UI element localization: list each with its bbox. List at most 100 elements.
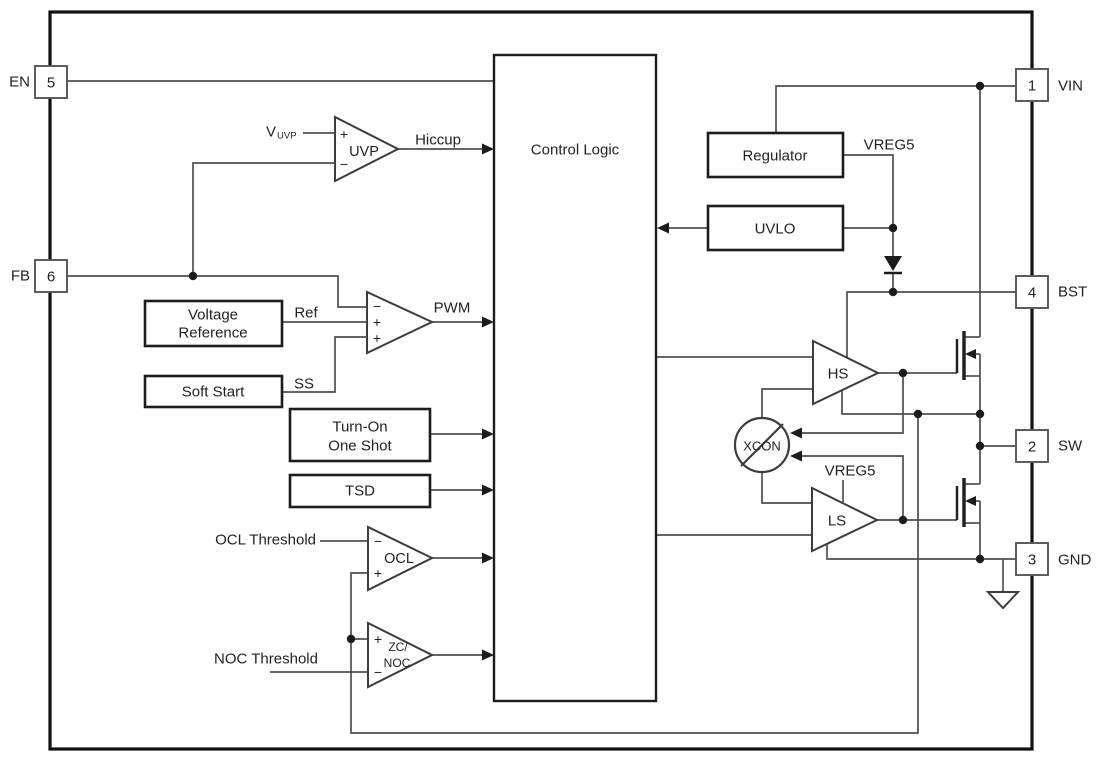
labels: 5 6 1 4 2 3 EN FB VIN BST SW GND Control… bbox=[9, 74, 1091, 681]
wire-ss bbox=[282, 336, 367, 393]
pin-number-bst: 4 bbox=[1028, 285, 1036, 302]
ls-mosfet-icon bbox=[955, 478, 976, 527]
junction-dots bbox=[188, 81, 985, 644]
uvp-minus-sign: − bbox=[340, 156, 348, 172]
wire-ls-return-gnd bbox=[826, 544, 1016, 560]
block-soft-start bbox=[143, 374, 284, 409]
pin-box-sw bbox=[1015, 429, 1049, 463]
pin-label-fb: FB bbox=[11, 268, 30, 285]
junction-uvlo-vreg5 bbox=[888, 223, 898, 233]
arrowhead-xcon-upper-icon bbox=[790, 427, 802, 439]
pin-box-fb bbox=[34, 259, 68, 293]
junction-vin bbox=[975, 81, 985, 91]
pin-label-gnd: GND bbox=[1058, 552, 1092, 569]
junction-sw-link bbox=[975, 409, 985, 419]
ground-icon bbox=[985, 591, 1021, 610]
pwm-plus-sign-2: + bbox=[373, 330, 381, 346]
wire-hs-return-sw bbox=[841, 390, 980, 415]
xcon-slash-icon bbox=[740, 423, 784, 467]
wire-xcon-to-ls bbox=[761, 472, 812, 504]
pin-box-gnd bbox=[1015, 542, 1049, 576]
comparator-zc-noc bbox=[367, 621, 435, 689]
hs-body-arrow-icon bbox=[965, 349, 976, 359]
junction-bst bbox=[888, 287, 898, 297]
block-tsd bbox=[288, 473, 432, 509]
label-pwm: PWM bbox=[434, 300, 471, 317]
label-turn-on-line2: One Shot bbox=[328, 438, 392, 455]
label-tsd: TSD bbox=[345, 483, 375, 500]
pwm-minus-sign: − bbox=[373, 298, 381, 314]
pin-label-bst: BST bbox=[1058, 284, 1087, 301]
arrowhead-turn-on-icon bbox=[482, 428, 494, 440]
label-hs: HS bbox=[828, 366, 849, 383]
wire-vreg5 bbox=[843, 154, 894, 257]
label-voltage-reference-line1: Voltage bbox=[188, 307, 238, 324]
pin-box-vin bbox=[1015, 68, 1049, 102]
block-uvlo bbox=[706, 204, 845, 252]
label-ls: LS bbox=[828, 513, 846, 530]
label-noc: NOC bbox=[384, 656, 411, 670]
pin-label-en: EN bbox=[9, 74, 30, 91]
comparator-uvp bbox=[334, 115, 401, 183]
junction-ls-gate bbox=[898, 515, 908, 525]
wire-xcon-lower-sense bbox=[800, 455, 904, 520]
pwm-plus-sign-1: + bbox=[373, 314, 381, 330]
pin-label-vin: VIN bbox=[1058, 78, 1083, 95]
arrowhead-xcon-lower-icon bbox=[790, 450, 802, 462]
noc-minus-sign: − bbox=[374, 664, 382, 680]
pin-number-sw: 2 bbox=[1028, 439, 1036, 456]
ls-body-arrow-icon bbox=[965, 496, 976, 506]
pin-box-en bbox=[34, 65, 68, 99]
junction-gnd bbox=[975, 554, 985, 564]
driver-hs bbox=[812, 339, 881, 406]
wire-fb-to-uvp bbox=[192, 162, 335, 276]
junction-noc-plus bbox=[346, 634, 356, 644]
label-xcon: XCON bbox=[743, 439, 781, 454]
pin-boxes bbox=[34, 65, 1049, 576]
ocl-plus-sign: + bbox=[374, 565, 382, 581]
label-vuvp-subscript: UVP bbox=[277, 131, 297, 142]
ocl-minus-sign: − bbox=[374, 533, 382, 549]
label-voltage-reference-line2: Reference bbox=[178, 325, 247, 342]
comparator-pwm bbox=[366, 290, 435, 355]
junction-hs-gate bbox=[898, 368, 908, 378]
wire-fb bbox=[67, 275, 367, 308]
block-control-logic bbox=[492, 53, 658, 703]
pin-number-gnd: 3 bbox=[1028, 552, 1036, 569]
wire-current-sense bbox=[350, 414, 919, 734]
wire-xcon-upper-sense bbox=[800, 373, 904, 434]
driver-ls bbox=[811, 486, 880, 553]
label-vreg5-regulator: VREG5 bbox=[864, 137, 915, 154]
arrowhead-ocl-icon bbox=[482, 552, 494, 564]
arrowhead-hiccup-icon bbox=[482, 143, 494, 155]
diode-icon bbox=[884, 256, 902, 275]
label-regulator: Regulator bbox=[742, 148, 807, 165]
arrowheads bbox=[482, 143, 802, 661]
pin-number-en: 5 bbox=[47, 75, 55, 92]
arrowhead-tsd-icon bbox=[482, 484, 494, 496]
wires bbox=[67, 80, 1016, 734]
label-uvp: UVP bbox=[349, 144, 379, 160]
label-control-logic: Control Logic bbox=[531, 142, 620, 159]
arrowhead-uvlo-icon bbox=[657, 222, 669, 234]
label-ref: Ref bbox=[294, 305, 318, 322]
wire-bst bbox=[846, 291, 1016, 357]
label-vreg5-ls: VREG5 bbox=[825, 463, 876, 480]
diode-anode-triangle bbox=[884, 256, 902, 271]
label-turn-on-line1: Turn-On bbox=[332, 419, 387, 436]
pin-box-bst bbox=[1015, 275, 1049, 309]
label-zc: ZC/ bbox=[388, 640, 408, 654]
comparator-ocl bbox=[367, 525, 435, 592]
pin-number-vin: 1 bbox=[1028, 78, 1036, 95]
arrowhead-pwm-icon bbox=[482, 316, 494, 328]
block-turn-on-one-shot bbox=[288, 407, 432, 463]
block-voltage-reference bbox=[143, 299, 284, 348]
label-ss: SS bbox=[294, 376, 314, 393]
label-uvlo: UVLO bbox=[755, 221, 796, 238]
label-noc-threshold: NOC Threshold bbox=[214, 651, 318, 668]
junction-sense-tap bbox=[913, 409, 923, 419]
noc-plus-sign: + bbox=[374, 631, 382, 647]
pin-number-fb: 6 bbox=[47, 269, 55, 286]
xcon-block bbox=[733, 416, 791, 474]
label-ocl-threshold: OCL Threshold bbox=[215, 532, 316, 549]
